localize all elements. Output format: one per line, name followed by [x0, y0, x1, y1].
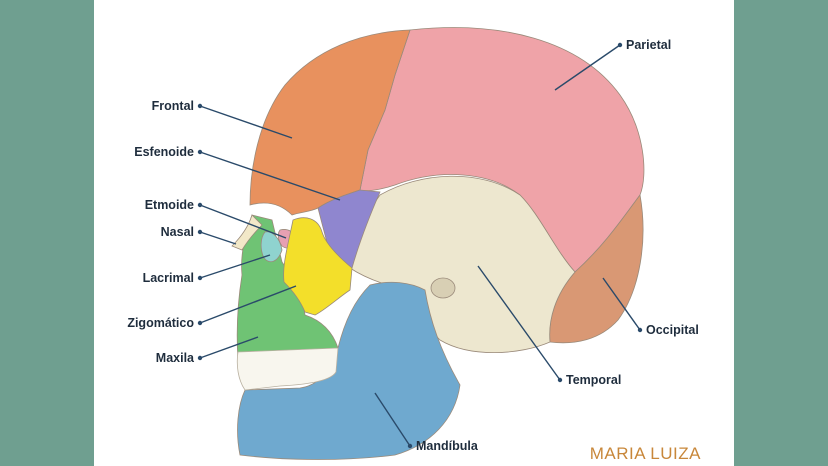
label-temporal: Temporal [566, 373, 621, 387]
bone-mandibula [237, 281, 461, 460]
label-lacrimal: Lacrimal [143, 271, 194, 285]
label-frontal: Frontal [152, 99, 194, 113]
label-mandibula: Mandíbula [416, 439, 479, 453]
label-nasal: Nasal [161, 225, 194, 239]
teeth [236, 347, 339, 391]
bone-zigomatico [283, 217, 353, 316]
author-credit: MARIA LUIZA [590, 444, 701, 463]
label-maxila: Maxila [156, 351, 195, 365]
label-esfenoide: Esfenoide [134, 145, 194, 159]
bone-lacrimal [260, 231, 283, 263]
bone-temporal [349, 175, 576, 353]
leader-lines [197, 42, 643, 449]
ear-canal [430, 277, 456, 299]
label-etmoide: Etmoide [145, 198, 194, 212]
label-zigomatico: Zigomático [127, 316, 194, 330]
label-parietal: Parietal [626, 38, 671, 52]
label-occipital: Occipital [646, 323, 699, 337]
bone-nasal [231, 214, 263, 251]
